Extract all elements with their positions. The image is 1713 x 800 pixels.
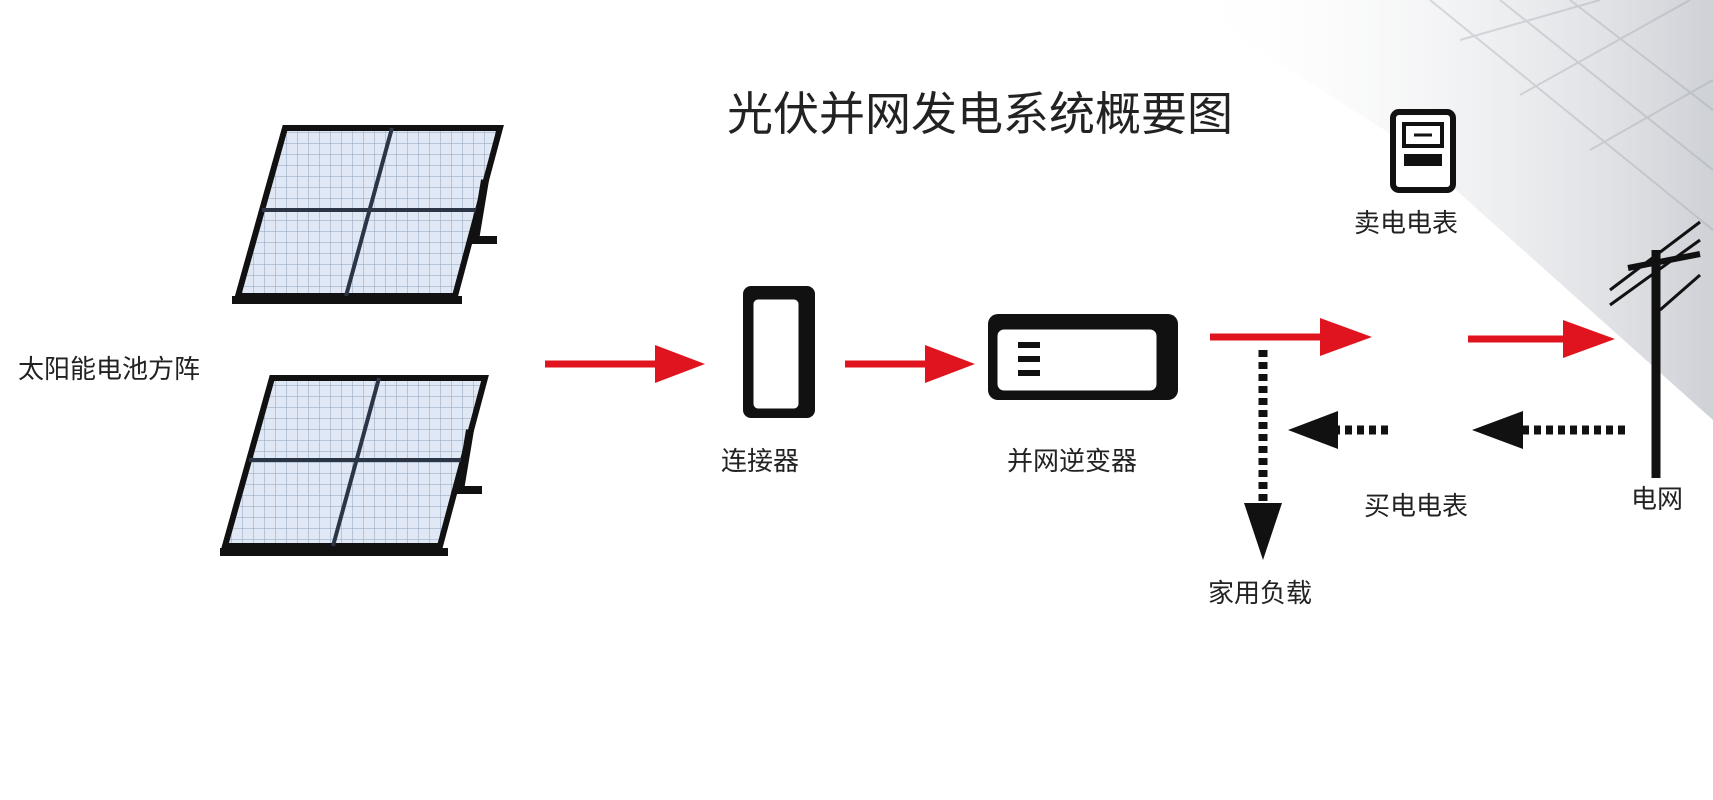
grid-pole-icon — [1609, 220, 1701, 478]
solar-array-label: 太阳能电池方阵 — [18, 355, 200, 385]
flow-arrow-sell-meter-to-grid — [1468, 320, 1615, 358]
buy-meter-label: 买电电表 — [1364, 492, 1468, 522]
diagram-title: 光伏并网发电系统概要图 — [727, 87, 1233, 141]
sell-meter-label: 卖电电表 — [1354, 209, 1458, 239]
flow-arrow-to-home-load — [1244, 350, 1282, 560]
flow-arrow-solar-to-connector — [545, 345, 705, 383]
inverter-label: 并网逆变器 — [1007, 447, 1137, 477]
solar-panel-icon — [220, 125, 504, 556]
home-load-label: 家用负载 — [1208, 579, 1312, 609]
inverter-icon — [988, 314, 1178, 400]
flow-arrow-grid-to-buy-meter — [1472, 411, 1625, 449]
connector-label: 连接器 — [721, 447, 799, 477]
flow-arrow-buy-meter-to-load-line — [1288, 411, 1388, 449]
connector-icon — [743, 286, 815, 418]
sell-meter-icon — [1390, 109, 1456, 193]
flow-arrow-connector-to-inverter — [845, 345, 975, 383]
flow-arrow-inverter-to-sell-meter — [1210, 318, 1372, 356]
background-panels-decoration — [1180, 0, 1713, 420]
grid-label: 电网 — [1631, 485, 1683, 515]
